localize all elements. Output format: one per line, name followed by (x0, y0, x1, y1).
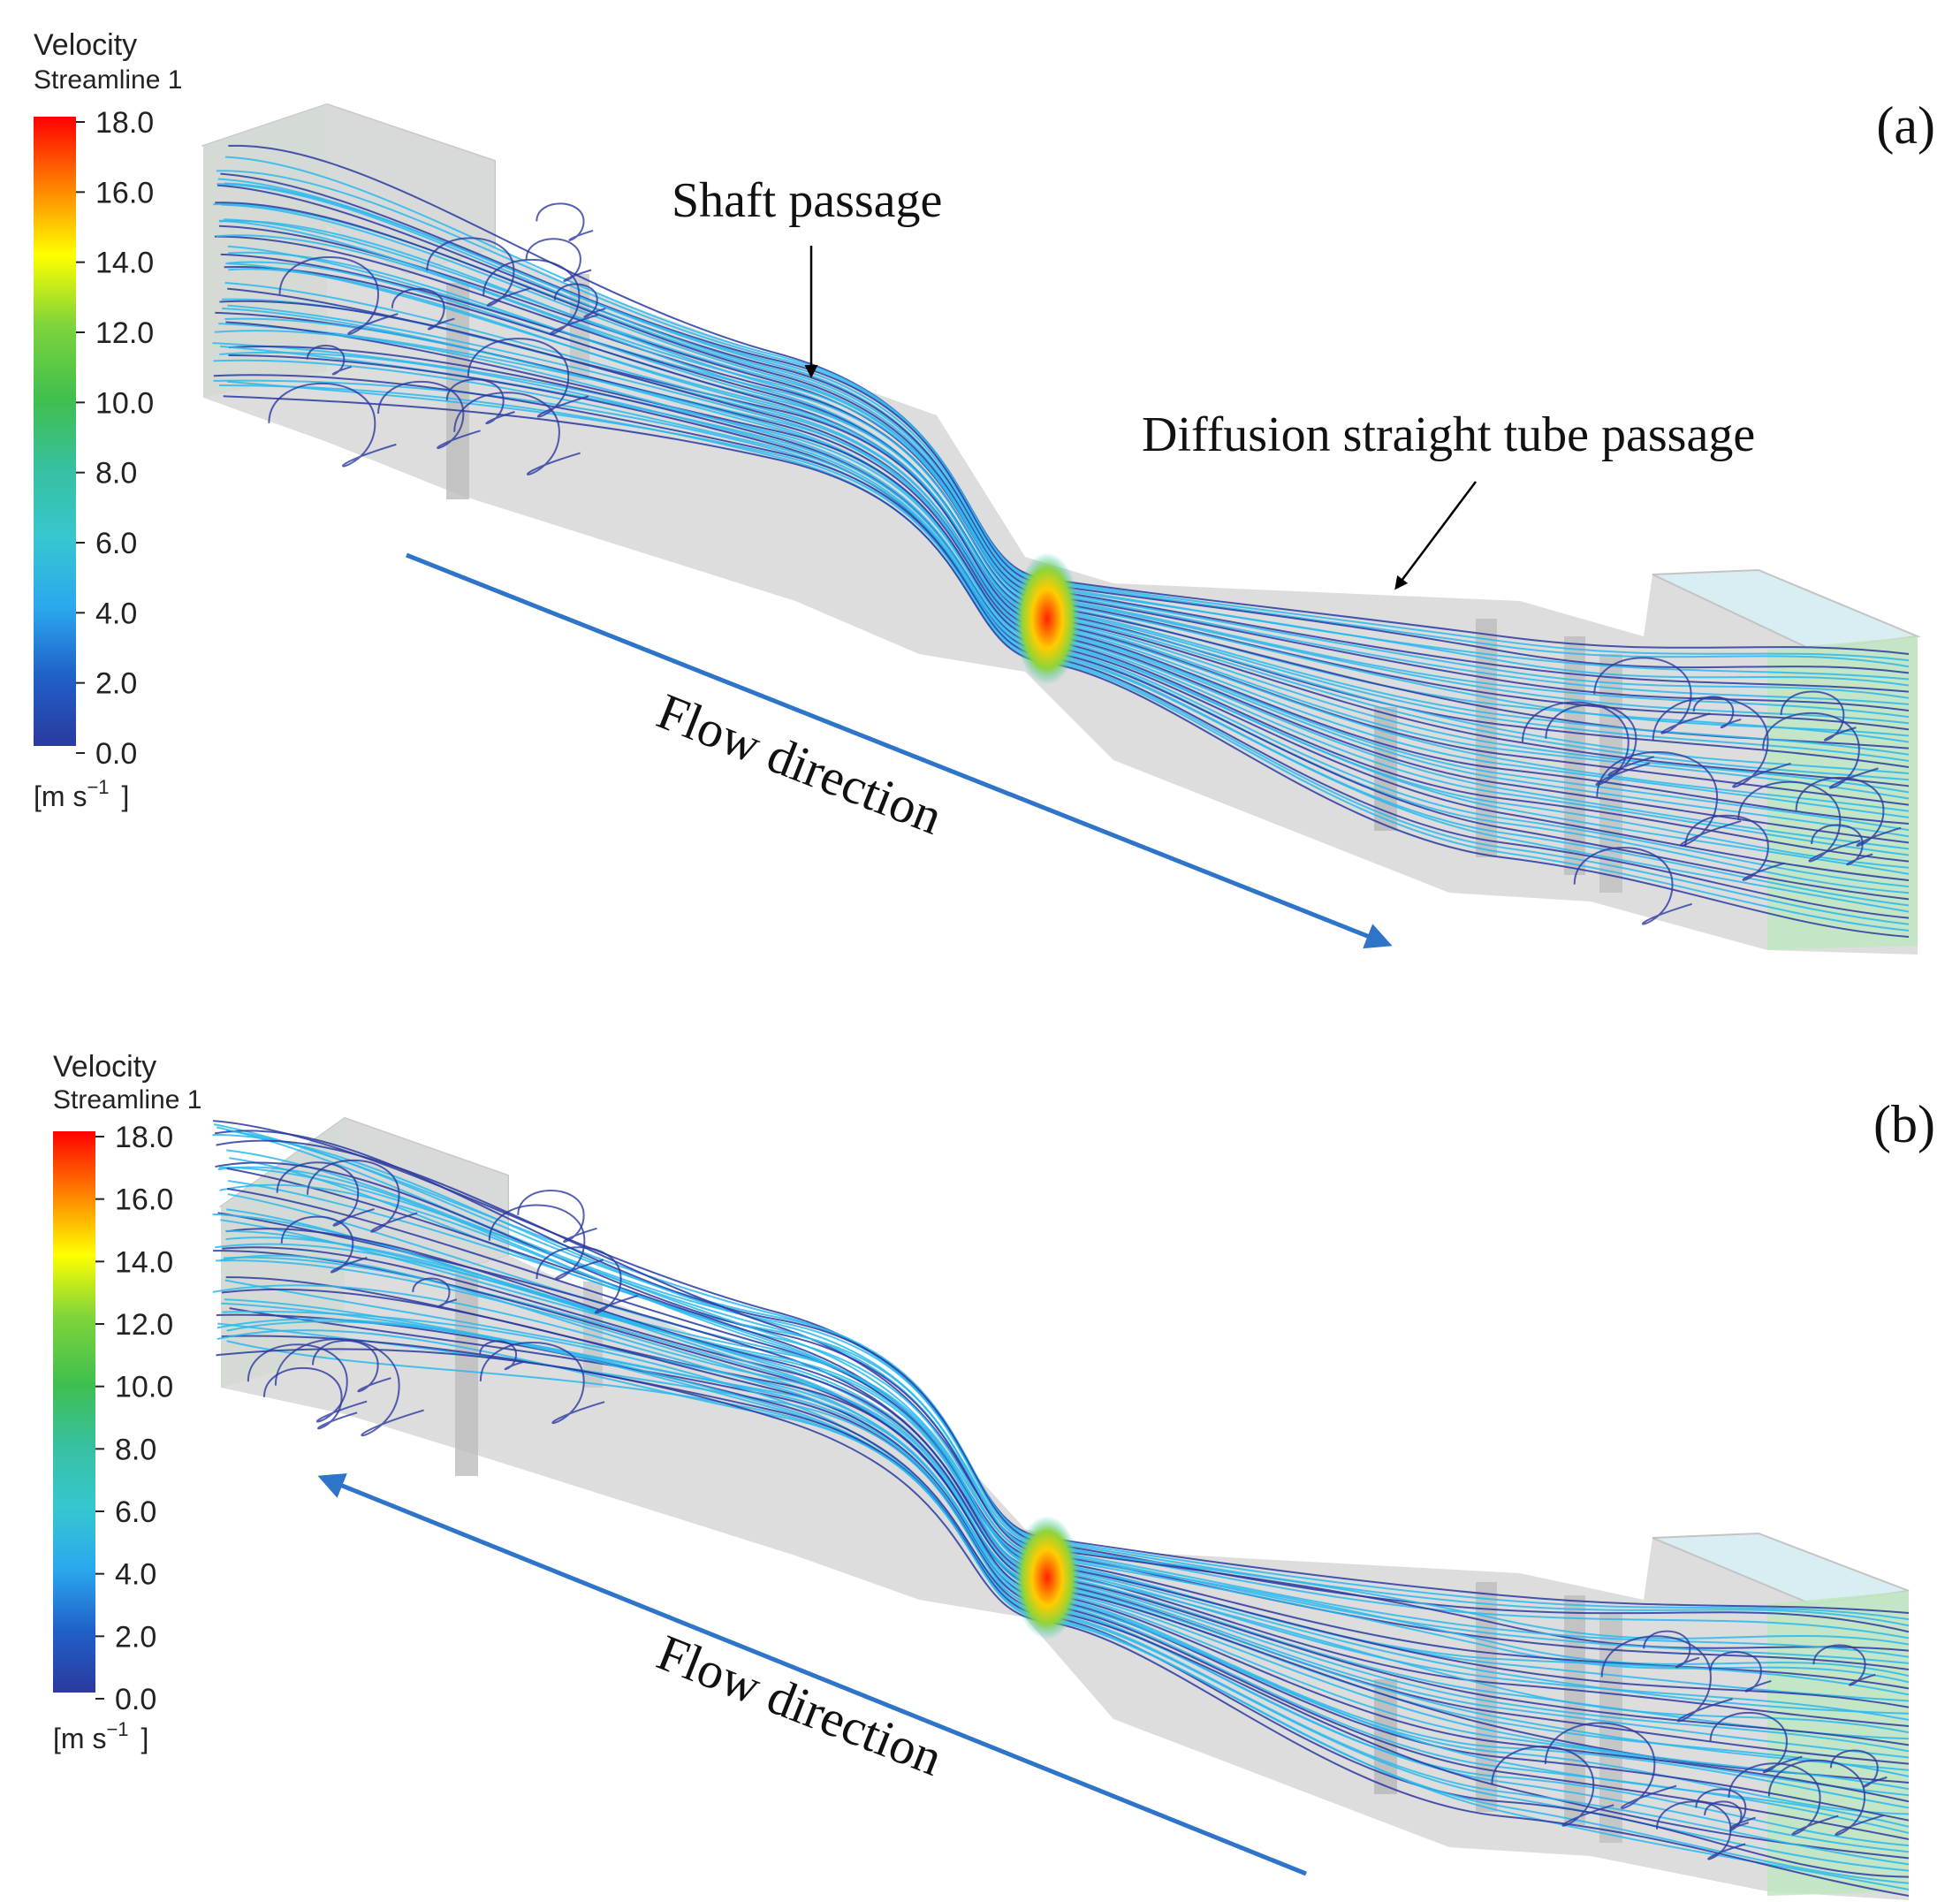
colorbar-tick-label: 12.0 (95, 316, 154, 350)
diffusion-passage-pointer (1394, 481, 1477, 590)
colorbar-tick-label: 14.0 (115, 1245, 173, 1279)
recirculation-streamline (391, 287, 455, 331)
recirculation-streamline (488, 1204, 604, 1281)
colorbar-unit: [m s−1] (34, 776, 129, 812)
recirculation-streamline (1728, 1762, 1839, 1836)
recirculation-streamline (482, 259, 599, 336)
recirculation-streamline (1593, 657, 1711, 734)
colorbar-tick-label: 2.0 (115, 1620, 156, 1654)
colorbar-ticks: 18.0 16.0 14.0 12.0 10.0 8.0 6.0 4.0 2.0 0.0 (95, 1121, 173, 1716)
annotation-shaft-passage: Shaft passage (672, 173, 942, 228)
colorbar-tick-label: 2.0 (95, 667, 137, 701)
flow-direction-label-b: Flow direction (650, 1624, 950, 1787)
recirculation-streamline (276, 1161, 375, 1227)
panel-b: Velocity Streamline 1 18.0 16.0 14.0 12.0 10… (53, 1050, 1935, 1900)
recirculation-streamline (1491, 1746, 1614, 1827)
recirculation-streamline (536, 1246, 638, 1314)
colorbar-unit: [m s−1] (53, 1718, 148, 1754)
colorbar-subtitle: Streamline 1 (34, 65, 182, 95)
colorbar-gradient (53, 1131, 95, 1693)
recirculation-streamline (1643, 1630, 1700, 1669)
passage-geometry-b (218, 1116, 1910, 1900)
recirculation-streamline (517, 1190, 597, 1244)
colorbar-subtitle: Streamline 1 (53, 1085, 201, 1115)
colorbar-gradient (34, 117, 76, 746)
recirculation-streamline (1737, 780, 1861, 863)
recirculation-streamline (1829, 1749, 1888, 1788)
recirculation-streamline (306, 345, 352, 376)
recirculation-streamline (307, 1160, 418, 1233)
recirculation-streamline (1762, 712, 1879, 789)
recirculation-streamline (525, 238, 592, 282)
recirculation-streamline (1709, 1711, 1803, 1774)
recirculation-streamline (445, 378, 515, 425)
flow-direction-arrow-a (406, 552, 1393, 949)
recirculation-streamline (278, 256, 399, 335)
recirculation-streamline (426, 237, 532, 307)
colorbar-tick-label: 6.0 (95, 527, 137, 560)
recirculation-streamline (377, 380, 481, 450)
recirculation-streamline (1812, 1644, 1876, 1686)
colorbar-title: Velocity (53, 1050, 156, 1084)
colorbar-title: Velocity (34, 28, 137, 62)
recirculation-streamline (280, 1215, 368, 1274)
impeller-high-velocity-region (1014, 552, 1081, 685)
colorbar-tick-label: 6.0 (115, 1495, 156, 1529)
flow-direction-arrow-b (317, 1473, 1307, 1876)
recirculation-streamline (479, 1340, 524, 1371)
recirculation-streamline (312, 1340, 391, 1393)
colorbar-tick-label: 8.0 (115, 1433, 156, 1466)
panel-label-b: (b) (1873, 1095, 1935, 1153)
recirculation-streamline (268, 382, 397, 468)
recirculation-streamline (536, 202, 594, 241)
colorbar-tick-label: 16.0 (95, 176, 154, 209)
colorbar-tick-label: 14.0 (95, 247, 154, 280)
colorbar-tick-label: 4.0 (115, 1558, 156, 1592)
recirculation-streamline (1596, 751, 1742, 847)
recirculation-streamline (247, 1343, 368, 1423)
recirculation-streamline (412, 1277, 458, 1308)
recirculation-streamline (453, 392, 581, 476)
colorbar-tick-label: 4.0 (95, 597, 137, 630)
colorbar-tick-label: 12.0 (115, 1308, 173, 1342)
recirculation-streamline (1695, 1788, 1756, 1830)
recirculation-streamline (1795, 777, 1902, 847)
colorbar-tick-label: 18.0 (95, 106, 154, 140)
recirculation-streamline (467, 338, 589, 418)
colorbar-tick-label: 0.0 (95, 737, 137, 771)
colorbar-b: Velocity Streamline 1 18.0 16.0 14.0 12.0 10… (53, 1050, 201, 1754)
colorbar-tick-label: 0.0 (115, 1683, 156, 1716)
recirculation-streamline (553, 283, 606, 318)
recirculation-streamline (1521, 701, 1651, 786)
recirculation-streamline (1709, 1651, 1772, 1693)
colorbar-ticks: 18.0 16.0 14.0 12.0 10.0 8.0 6.0 4.0 2.0 0.0 (76, 106, 154, 771)
recirculation-streamline (1544, 1722, 1677, 1809)
recirculation-streamline (262, 1366, 358, 1430)
colorbar-tick-label: 10.0 (95, 386, 154, 420)
recirculation-streamline (1655, 1800, 1746, 1860)
colorbar-tick-label: 8.0 (95, 457, 137, 491)
annotation-diffusion-passage: Diffusion straight tube passage (1142, 407, 1755, 462)
recirculation-streamline (1652, 696, 1791, 788)
recirculation-streamline (479, 1342, 605, 1425)
recirculation-streamline (1545, 704, 1655, 777)
recirculation-streamline (1684, 814, 1785, 881)
recirculation-streamline (1767, 1759, 1884, 1837)
colorbar-tick-label: 16.0 (115, 1183, 173, 1217)
colorbar-tick-label: 18.0 (115, 1121, 173, 1154)
recirculation-streamline (1573, 847, 1692, 925)
recirculation-streamline (1600, 1635, 1733, 1723)
flow-direction-label-a: Flow direction (650, 682, 950, 846)
colorbar-tick-label: 10.0 (115, 1371, 173, 1404)
panel-label-a: (a) (1876, 96, 1935, 155)
panel-a: Velocity Streamline 1 18.0 16.0 14.0 12.0 10… (34, 28, 1935, 955)
impeller-high-velocity-region (1014, 1516, 1081, 1640)
colorbar-a: Velocity Streamline 1 18.0 16.0 14.0 12.0 10… (34, 28, 182, 812)
recirculation-streamline (1692, 696, 1742, 729)
recirculation-streamline (1780, 690, 1857, 742)
